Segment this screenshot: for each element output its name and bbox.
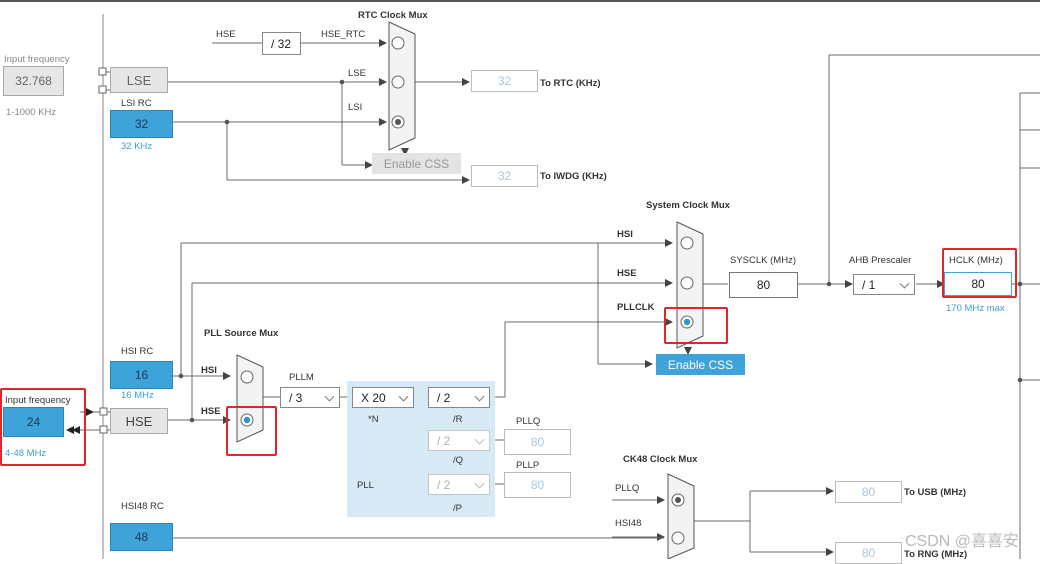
- chevron-down-icon: [899, 278, 910, 289]
- pllq-div-label: /Q: [453, 455, 464, 466]
- rtc-enable-css-button[interactable]: Enable CSS: [372, 153, 461, 174]
- hclk-max: 170 MHz max: [946, 303, 1005, 314]
- watermark: CSDN @喜喜安: [905, 533, 1020, 550]
- iwdg-output-value: 32: [471, 165, 538, 187]
- hse-range: 4-48 MHz: [5, 448, 47, 459]
- chevron-down-icon: [474, 478, 485, 489]
- lse-input-frequency-label: Input frequency: [4, 54, 70, 65]
- lse-source[interactable]: LSE: [110, 67, 168, 93]
- pllq-output-label: PLLQ: [516, 416, 541, 427]
- lsi-value: 32: [110, 110, 173, 138]
- rng-output-label: To RNG (MHz): [904, 549, 968, 560]
- pllp-select[interactable]: / 2: [428, 474, 490, 495]
- pll-source-hse-label: HSE: [201, 406, 221, 417]
- pllp-div-value: / 2: [437, 477, 451, 492]
- hse-source[interactable]: HSE: [110, 408, 168, 434]
- ck48-mux-title: CK48 Clock Mux: [623, 454, 698, 465]
- ck48-hsi48-label: HSI48: [615, 518, 642, 529]
- plln-select[interactable]: X 20: [352, 387, 414, 408]
- pllp-output-value: 80: [504, 472, 571, 498]
- pll-source-hse-highlight: [226, 406, 277, 456]
- usb-output-label: To USB (MHz): [904, 487, 967, 498]
- pllq-output-value: 80: [504, 429, 571, 455]
- usb-output-value: 80: [835, 481, 902, 503]
- lsi-unit: 32 KHz: [121, 141, 153, 152]
- lse-input-frequency-field[interactable]: 32.768: [3, 66, 64, 96]
- hsi-value: 16: [110, 361, 173, 389]
- chevron-down-icon: [324, 391, 335, 402]
- pllr-value: / 2: [437, 390, 451, 405]
- sysclk-label: SYSCLK (MHz): [730, 255, 796, 266]
- pllq-div-value: / 2: [437, 433, 451, 448]
- ahb-prescaler-select[interactable]: / 1: [853, 274, 915, 295]
- hse-input-frequency-field[interactable]: 24: [3, 407, 64, 437]
- hclk-label: HCLK (MHz): [949, 255, 1003, 266]
- rtc-hse-label: HSE: [216, 29, 236, 40]
- rtc-hse-divider[interactable]: / 32: [262, 32, 301, 55]
- rtc-hse-rtc-label: HSE_RTC: [321, 29, 366, 40]
- sys-enable-css-button[interactable]: Enable CSS: [656, 354, 745, 375]
- chevron-down-icon: [474, 434, 485, 445]
- sys-mux-hsi-label: HSI: [617, 229, 633, 240]
- pllr-select[interactable]: / 2: [428, 387, 490, 408]
- pllm-select[interactable]: / 3: [280, 387, 340, 408]
- sys-mux-pllclk-label: PLLCLK: [617, 302, 655, 313]
- rng-output-value: 80: [835, 542, 902, 564]
- sys-mux-hse-label: HSE: [617, 268, 637, 279]
- hclk-value-field[interactable]: 80: [944, 272, 1012, 296]
- pll-label: PLL: [357, 480, 374, 491]
- hse-input-highlight: [0, 388, 86, 466]
- hsi-unit: 16 MHz: [121, 390, 154, 401]
- pllq-select[interactable]: / 2: [428, 430, 490, 451]
- system-clock-mux-title: System Clock Mux: [646, 200, 730, 211]
- rtc-output-label: To RTC (KHz): [540, 78, 601, 89]
- hsi-title: HSI RC: [121, 346, 154, 357]
- pllm-label: PLLM: [289, 372, 314, 383]
- rtc-mux-title: RTC Clock Mux: [358, 10, 428, 21]
- ahb-prescaler-label: AHB Prescaler: [849, 255, 912, 266]
- hsi48-title: HSI48 RC: [121, 501, 164, 512]
- ahb-prescaler-value: / 1: [862, 277, 876, 292]
- iwdg-output-label: To IWDG (KHz): [540, 171, 607, 182]
- rtc-lsi-label: LSI: [348, 102, 363, 113]
- chevron-down-icon: [398, 391, 409, 402]
- ck48-pllq-label: PLLQ: [615, 483, 640, 494]
- hsi48-value: 48: [110, 523, 173, 551]
- rtc-output-value: 32: [471, 70, 538, 92]
- rtc-lse-label: LSE: [348, 68, 366, 79]
- hclk-highlight: [942, 248, 1017, 298]
- pllp-output-label: PLLP: [516, 460, 540, 471]
- pll-source-mux-title: PLL Source Mux: [204, 328, 279, 339]
- pllp-div-label: /P: [453, 503, 462, 514]
- chevron-down-icon: [474, 391, 485, 402]
- pllr-label: /R: [453, 414, 463, 425]
- sysclk-value: 80: [729, 272, 798, 298]
- pllm-value: / 3: [289, 390, 303, 405]
- plln-value: X 20: [361, 390, 386, 405]
- sys-mux-pllclk-highlight: [664, 307, 728, 344]
- lse-range: 1-1000 KHz: [6, 107, 57, 118]
- lsi-title: LSI RC: [121, 98, 152, 109]
- pll-source-hsi-label: HSI: [201, 365, 217, 376]
- hse-input-frequency-label: Input frequency: [5, 395, 71, 406]
- plln-label: *N: [368, 414, 379, 425]
